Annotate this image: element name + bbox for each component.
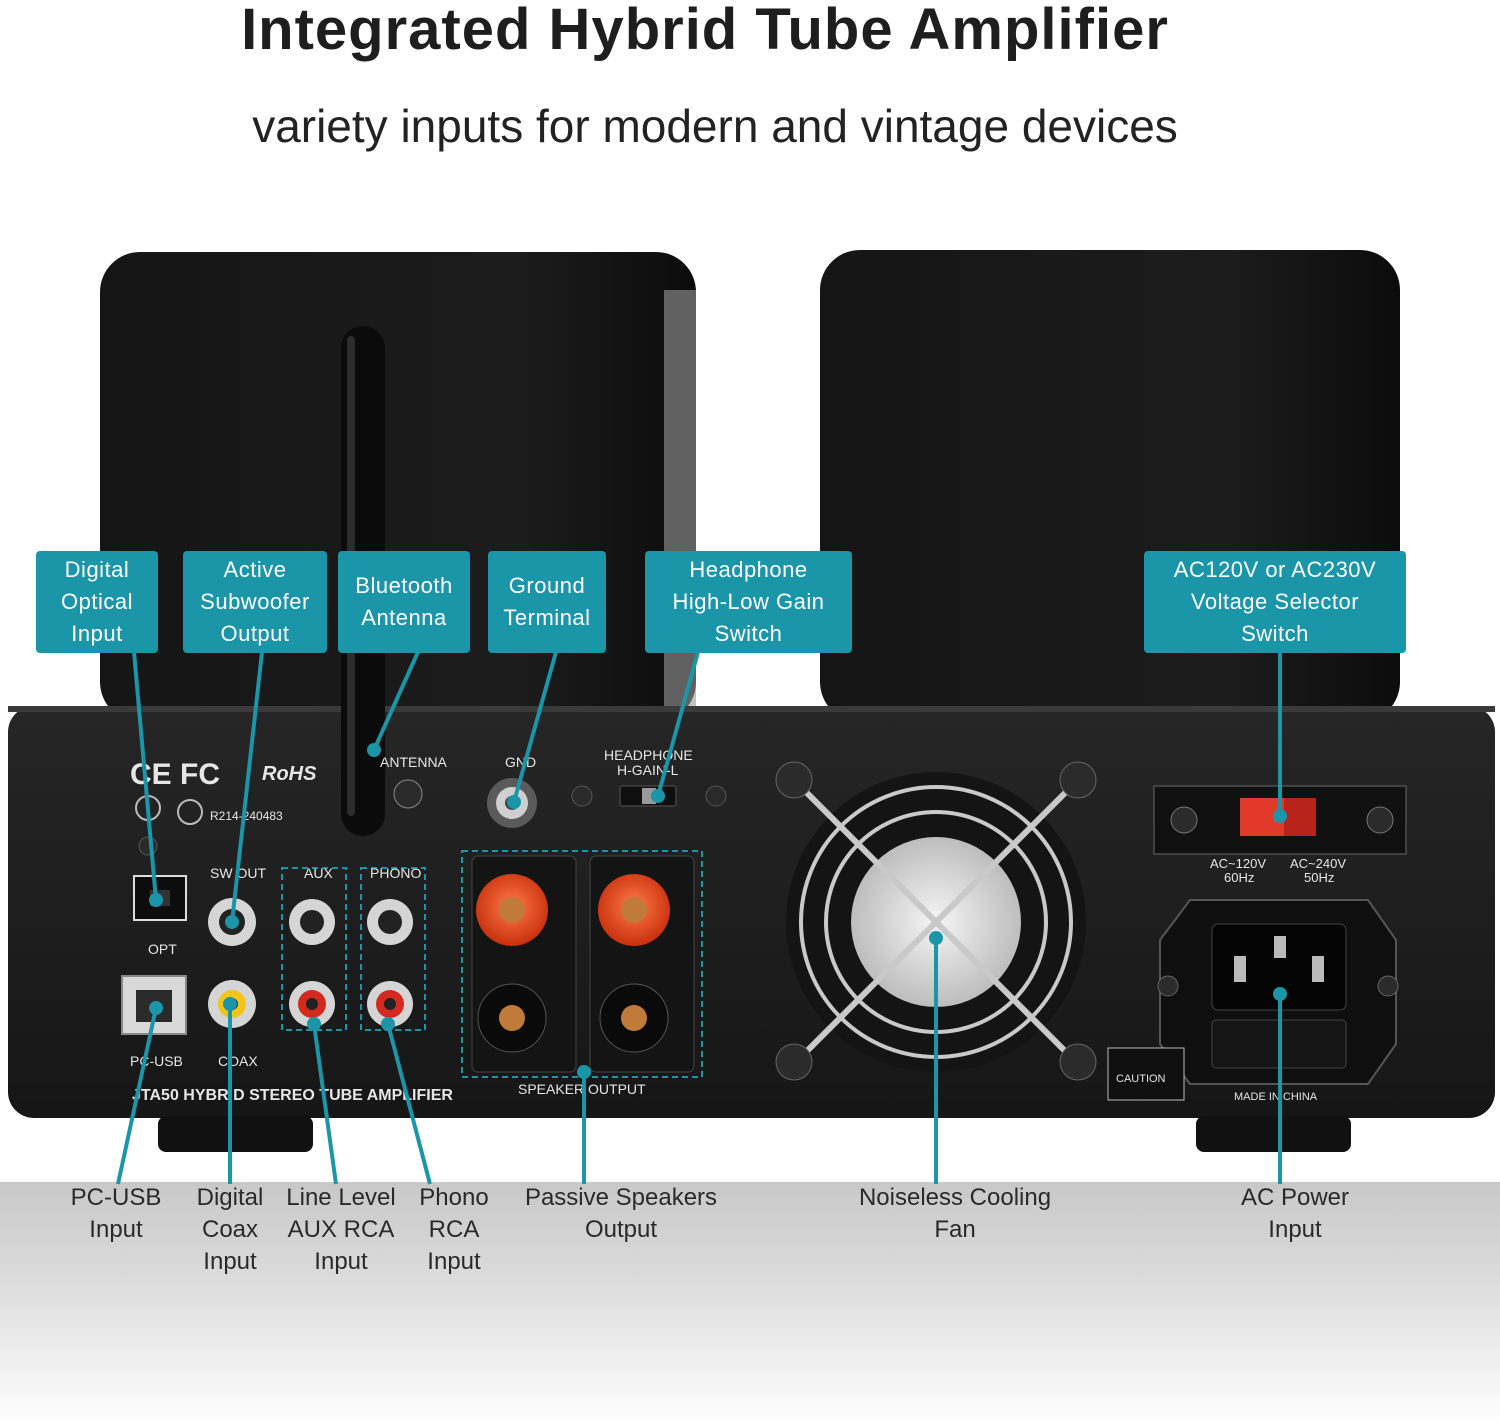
speaker-terminal-left-minus xyxy=(477,983,547,1053)
made-in-label: MADE IN CHINA xyxy=(1234,1091,1318,1103)
label-line-level-aux-input: Line Level AUX RCA Input xyxy=(286,1184,396,1275)
callout-bluetooth-antenna: Bluetooth Antenna xyxy=(338,551,470,653)
aux-left-jack xyxy=(289,899,335,945)
headphone-panel-label: HEADPHONE xyxy=(604,747,693,763)
callout-headphone-gain-switch: Headphone High-Low Gain Switch xyxy=(645,551,852,653)
rohs-mark: RoHS xyxy=(262,763,317,785)
label-noiseless-cooling-fan: Noiseless Cooling Fan xyxy=(858,1184,1052,1243)
speaker-terminal-right-minus xyxy=(599,983,669,1053)
phono-panel-label: PHONO xyxy=(370,865,421,881)
fc-mark: FC xyxy=(180,758,220,791)
label-ac-power-input: AC Power Input xyxy=(1240,1184,1350,1243)
callout-ground-terminal: Ground Terminal xyxy=(488,551,606,653)
hgain-panel-label: H-GAIN-L xyxy=(617,762,679,778)
callout-active-subwoofer-output: Active Subwoofer Output xyxy=(183,551,327,653)
aux-right-jack xyxy=(289,981,335,1027)
right-foot xyxy=(1196,1116,1351,1152)
caution-sticker: CAUTION xyxy=(1107,1047,1185,1101)
label-digital-coax-input: Digital Coax Input xyxy=(196,1184,264,1275)
label-pc-usb-input: PC-USB Input xyxy=(70,1184,162,1243)
ac120-label: AC~120V xyxy=(1210,856,1266,871)
leader-lines xyxy=(116,651,1287,1185)
antenna-panel-label: ANTENNA xyxy=(380,754,448,770)
optical-port-icon xyxy=(133,875,187,921)
label-passive-speakers-output: Passive Speakers Output xyxy=(524,1184,718,1243)
aux-panel-label: AUX xyxy=(304,865,333,881)
hz60-label: 60Hz xyxy=(1224,870,1254,885)
page-title: Integrated Hybrid Tube Amplifier xyxy=(241,0,1169,62)
callout-voltage-selector-switch: AC120V or AC230V Voltage Selector Switch xyxy=(1144,551,1406,653)
svg-text:CAUTION: CAUTION xyxy=(1116,1073,1166,1085)
gnd-panel-label: GND xyxy=(505,754,536,770)
phono-left-jack xyxy=(367,899,413,945)
callout-digital-optical-input: Digital Optical Input xyxy=(36,551,158,653)
opt-panel-label: OPT xyxy=(148,941,177,957)
ce-mark: CE xyxy=(130,758,172,791)
floor-reflection xyxy=(0,1182,1500,1426)
cert-icon-2 xyxy=(177,799,203,825)
ac240-label: AC~240V xyxy=(1290,856,1346,871)
coax-panel-label: COAX xyxy=(218,1053,258,1069)
phono-right-jack xyxy=(367,981,413,1027)
model-panel-label: JTA50 HYBRID STEREO TUBE AMPLIFIER xyxy=(132,1087,453,1104)
speaker-terminal-left-plus xyxy=(476,874,548,946)
label-phono-rca-input: Phono RCA Input xyxy=(419,1184,489,1275)
cert-code: R214-240483 xyxy=(210,809,283,823)
cooling-fan-icon xyxy=(775,761,1097,1081)
page-subtitle: variety inputs for modern and vintage de… xyxy=(252,100,1178,152)
hz50-label: 50Hz xyxy=(1304,870,1334,885)
left-foot xyxy=(158,1116,313,1152)
speaker-terminal-right-plus xyxy=(598,874,670,946)
pcusb-panel-label: PC-USB xyxy=(130,1053,183,1069)
screw xyxy=(138,836,158,856)
